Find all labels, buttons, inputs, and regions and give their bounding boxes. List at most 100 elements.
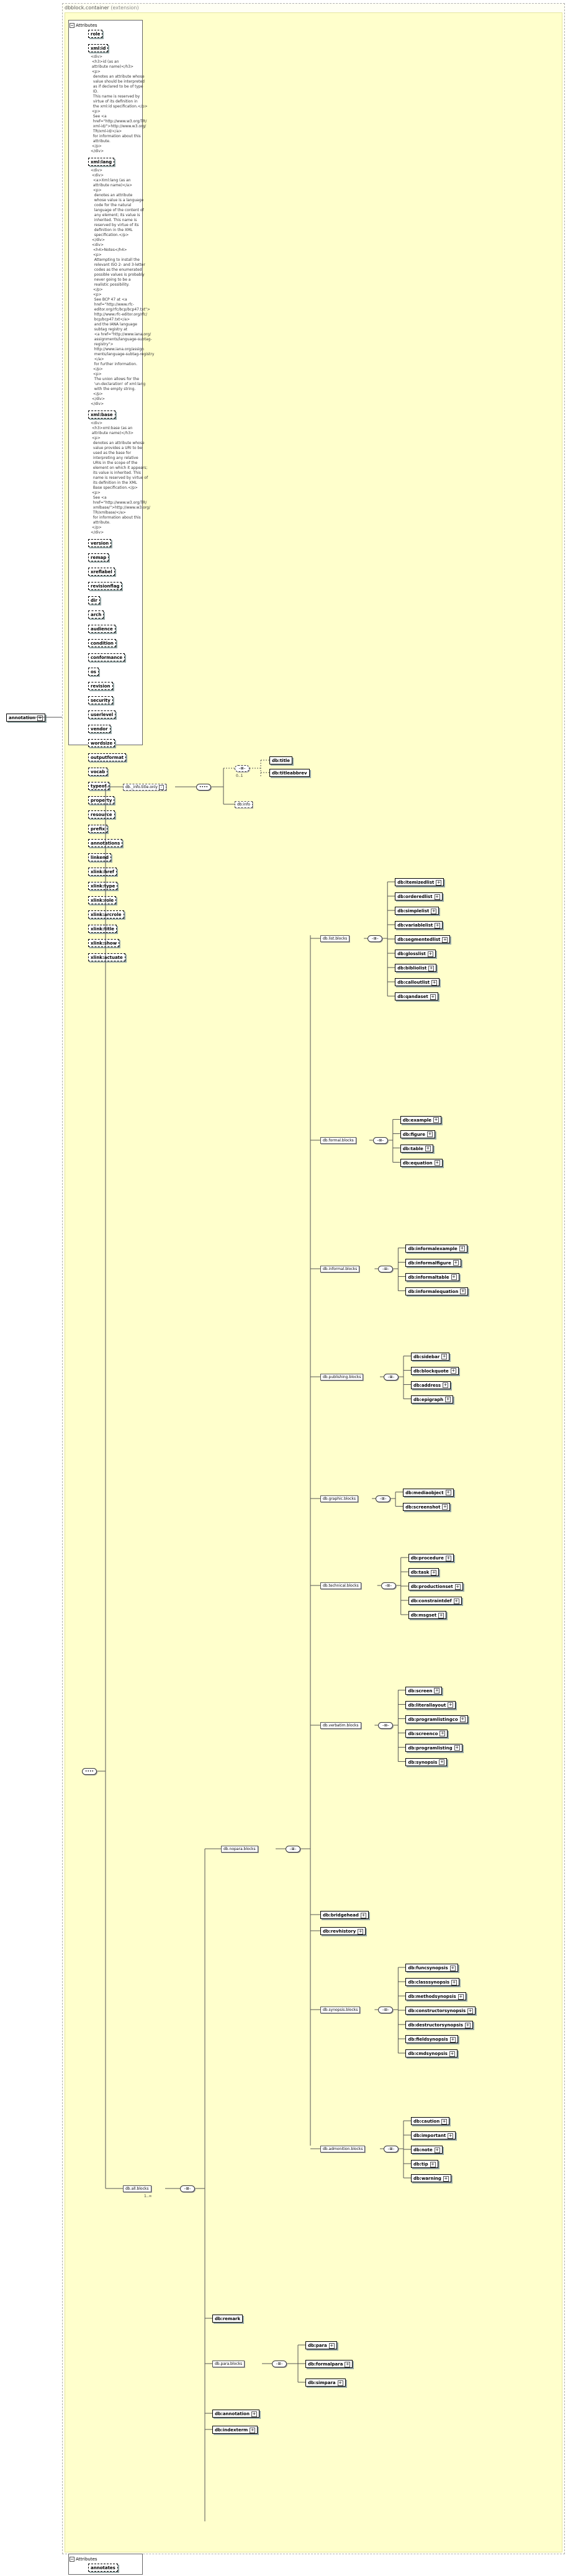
expand-icon[interactable]: + (431, 908, 437, 914)
item-db-glosslist[interactable]: db:glosslist+ (395, 950, 436, 958)
attr-vendor[interactable]: vendor (88, 725, 110, 733)
group-db-technical-blocks[interactable]: db.technical.blocks (320, 1582, 361, 1589)
item-db-remark[interactable]: db:remark (212, 2315, 243, 2323)
item-db-table[interactable]: db:table+ (400, 1144, 433, 1153)
expand-icon[interactable]: + (467, 2008, 474, 2014)
expand-icon[interactable]: + (442, 1504, 448, 1510)
expand-icon[interactable]: + (460, 1289, 466, 1294)
attr-xlink-role[interactable]: xlink:role (88, 896, 117, 904)
group-db-admonition-blocks[interactable]: db.admonition.blocks (320, 2146, 366, 2152)
item-db-fieldsynopsis[interactable]: db:fieldsynopsis+ (405, 2035, 458, 2043)
attr-prefix[interactable]: prefix (88, 825, 107, 833)
attr-arch[interactable]: arch (88, 610, 104, 619)
item-db-tip[interactable]: db:tip+ (411, 2160, 438, 2168)
attr-xlink-arcrole[interactable]: xlink:arcrole (88, 910, 124, 918)
item-db-revhistory[interactable]: db:revhistory+ (320, 1927, 366, 1935)
expand-icon[interactable]: + (428, 965, 435, 971)
item-db-blockquote[interactable]: db:blockquote+ (411, 1366, 459, 1375)
group-db-list-blocks[interactable]: db.list.blocks (320, 935, 350, 942)
expand-icon[interactable]: + (449, 2051, 455, 2057)
item-db-mediaobject[interactable]: db:mediaobject+ (403, 1488, 454, 1497)
expand-icon[interactable]: + (464, 2022, 471, 2028)
expand-icon[interactable]: + (427, 951, 433, 957)
item-db-formalpara[interactable]: db:formalpara+ (305, 2360, 353, 2368)
item-db-variablelist[interactable]: db:variablelist+ (395, 921, 443, 929)
item-db-indexterm[interactable]: db:indexterm+ (212, 2426, 258, 2434)
item-db-figure[interactable]: db:figure+ (400, 1130, 435, 1138)
attr-xml-lang[interactable]: xml:lang (88, 158, 115, 166)
item-db-note[interactable]: db:note+ (411, 2146, 443, 2154)
attr-userlevel[interactable]: userlevel (88, 710, 116, 719)
expand-icon[interactable]: + (328, 2342, 335, 2349)
item-db-simplelist[interactable]: db:simplelist+ (395, 907, 440, 915)
expand-icon[interactable]: + (436, 879, 442, 886)
attr-property[interactable]: property (88, 796, 115, 804)
expand-icon[interactable]: + (250, 2427, 256, 2433)
attr-xreflabel[interactable]: xreflabel (88, 568, 115, 576)
item-db-cmdsynopsis[interactable]: db:cmdsynopsis+ (405, 2049, 458, 2057)
expand-icon[interactable]: + (251, 2411, 257, 2417)
item-db-informaltable[interactable]: db:informaltable+ (405, 1272, 459, 1281)
expand-icon[interactable]: + (443, 2175, 449, 2182)
expand-icon[interactable]: + (440, 1731, 446, 1736)
item-db-destructorsynopsis[interactable]: db:destructorsynopsis+ (405, 2021, 473, 2029)
item-db-epigraph[interactable]: db:epigraph+ (411, 1395, 454, 1404)
expand-icon[interactable]: + (433, 1117, 440, 1123)
all-blocks-group[interactable]: db.all.blocks (123, 2185, 151, 2192)
item-db-segmentedlist[interactable]: db:segmentedlist+ (395, 935, 451, 943)
group-db-synopsis-blocks[interactable]: db.synopsis.blocks (320, 2007, 361, 2013)
item-db-informalequation[interactable]: db:informalequation+ (405, 1287, 469, 1295)
attr-xml-id[interactable]: xml:id (88, 44, 109, 52)
attr-typeof[interactable]: typeof (88, 782, 109, 790)
item-db-productionset[interactable]: db:productionset+ (408, 1582, 463, 1590)
expand-icon[interactable]: + (434, 894, 440, 900)
item-db-simpara[interactable]: db:simpara+ (305, 2379, 346, 2387)
expand-icon[interactable]: + (430, 994, 436, 1000)
expand-icon[interactable]: + (435, 922, 441, 928)
attr-vocab[interactable]: vocab (88, 768, 108, 776)
info-group[interactable]: db._info.title.only- (123, 784, 166, 791)
expand-icon[interactable]: + (442, 937, 448, 943)
item-db-important[interactable]: db:important+ (411, 2131, 456, 2139)
attr-role[interactable]: role (88, 30, 103, 38)
expand-icon[interactable]: + (448, 2133, 454, 2139)
expand-icon[interactable]: + (451, 1274, 457, 1280)
expand-icon[interactable]: + (454, 1745, 460, 1751)
attr-xml-base[interactable]: xml:base (88, 410, 115, 419)
item-db-caution[interactable]: db:caution+ (411, 2117, 450, 2125)
item-db-bibliolist[interactable]: db:bibliolist+ (395, 964, 437, 972)
item-db-para[interactable]: db:para+ (305, 2341, 337, 2349)
expand-icon[interactable]: + (449, 2036, 456, 2043)
attr-condition[interactable]: condition (88, 639, 116, 647)
expand-icon[interactable]: + (431, 1569, 437, 1576)
item-db-itemizedlist[interactable]: db:itemizedlist+ (395, 878, 444, 886)
group-db-publishing-blocks[interactable]: db.publishing.blocks (320, 1374, 364, 1381)
expand-icon[interactable]: + (441, 1354, 448, 1359)
item-db-classsynopsis[interactable]: db:classsynopsis+ (405, 1978, 460, 1986)
expand-icon[interactable]: + (439, 1759, 445, 1765)
attr-dir[interactable]: dir (88, 596, 100, 604)
attr-os[interactable]: os (88, 668, 99, 676)
item-db-warning[interactable]: db:warning+ (411, 2174, 451, 2182)
attr-annotates[interactable]: annotates (88, 2564, 118, 2572)
item-db-screenshot[interactable]: db:screenshot+ (403, 1502, 451, 1511)
expand-icon[interactable]: + (445, 1490, 451, 1495)
attr-version[interactable]: version (88, 539, 112, 547)
attr-conformance[interactable]: conformance (88, 653, 125, 661)
attr-xlink-type[interactable]: xlink:type (88, 882, 118, 890)
item-db-procedure[interactable]: db:procedure+ (408, 1554, 454, 1562)
expand-icon[interactable]: + (434, 1160, 440, 1166)
item-db-methodsynopsis[interactable]: db:methodsynopsis+ (405, 1992, 466, 2000)
group-db-informal-blocks[interactable]: db.informal.blocks (320, 1266, 360, 1272)
item-db-sidebar[interactable]: db:sidebar+ (411, 1352, 450, 1361)
item-db-literallayout[interactable]: db:literallayout+ (405, 1700, 456, 1709)
attr-xlink-show[interactable]: xlink:show (88, 939, 120, 947)
group-db-verbatim-blocks[interactable]: db.verbatim.blocks (320, 1722, 361, 1729)
item-db-example[interactable]: db:example+ (400, 1115, 442, 1124)
expand-icon[interactable]: + (431, 979, 438, 986)
expand-icon[interactable]: + (425, 1146, 431, 1151)
expand-icon[interactable]: + (453, 1260, 459, 1266)
expand-icon[interactable]: + (451, 1979, 458, 1985)
item-db-funcsynopsis[interactable]: db:funcsynopsis+ (405, 1964, 458, 1972)
info-item-db-titleabbrev[interactable]: db:titleabbrev (269, 769, 310, 777)
